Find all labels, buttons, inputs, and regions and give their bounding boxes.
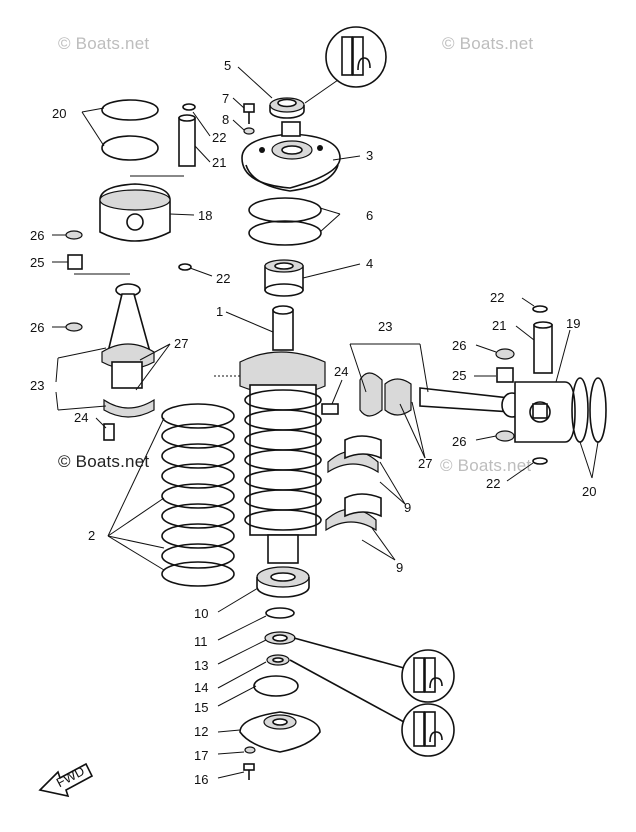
callout-15: 15 <box>194 700 208 715</box>
part-15-o-ring <box>253 675 299 697</box>
callout-22-mid-left: 22 <box>216 271 230 286</box>
connecting-rod-left <box>74 273 155 441</box>
callout-5: 5 <box>224 58 231 73</box>
callout-11: 11 <box>194 634 208 649</box>
part-3-bearing-housing <box>241 121 341 192</box>
callout-labels: 5 7 8 3 6 4 1 20 22 21 18 22 26 25 26 27… <box>30 58 596 787</box>
callout-25-right: 25 <box>452 368 466 383</box>
callout-12: 12 <box>194 724 208 739</box>
part-25-bearing-right <box>496 367 514 383</box>
callout-13: 13 <box>194 658 208 673</box>
callout-24-left: 24 <box>74 410 88 425</box>
part-20-piston-rings-left <box>101 99 159 161</box>
oil-seal-detail-top <box>304 26 387 104</box>
part-20-piston-rings-right <box>571 377 607 443</box>
callout-26-left-bottom: 26 <box>30 320 44 335</box>
part-11-ring <box>265 607 295 619</box>
callout-7: 7 <box>222 91 229 106</box>
callout-1: 1 <box>216 304 223 319</box>
callout-22-right-bottom: 22 <box>486 476 500 491</box>
part-12-lower-bearing-housing <box>239 711 321 753</box>
part-22-clip-left <box>178 263 192 271</box>
part-9-bearing-lower <box>325 493 382 532</box>
callout-26-left-top: 26 <box>30 228 44 243</box>
leader-lines <box>52 66 599 779</box>
callout-9-upper: 9 <box>404 500 411 515</box>
part-22-clip-right-bottom <box>532 457 548 465</box>
part-22-clip-right-top <box>532 305 548 313</box>
part-18-piston-left <box>99 175 184 242</box>
callout-21-left: 21 <box>212 155 226 170</box>
callout-9-lower: 9 <box>396 560 403 575</box>
watermark-top-left: © Boats.net <box>58 34 150 53</box>
part-26-washer-right-top <box>495 348 515 360</box>
watermark-mid-left: © Boats.net <box>58 452 150 471</box>
callout-26-right-bottom: 26 <box>452 434 466 449</box>
watermark-mid-right: © Boats.net <box>440 456 532 475</box>
oil-seal-detail-lower-1 <box>293 637 455 703</box>
part-19-piston-right <box>514 381 576 443</box>
callout-18: 18 <box>198 208 212 223</box>
part-6-o-rings <box>248 197 322 246</box>
part-26-washer-left-bottom <box>65 322 83 332</box>
callout-3: 3 <box>366 148 373 163</box>
fwd-arrow: FWD <box>38 762 94 798</box>
part-14-oil-seal <box>266 654 290 666</box>
part-7-bolt <box>243 103 255 124</box>
connecting-rod-right <box>321 372 523 418</box>
callout-22-top-left: 22 <box>212 130 226 145</box>
part-25-needle-bearing-left <box>67 254 83 270</box>
callout-4: 4 <box>366 256 373 271</box>
part-9-bearing-upper <box>327 435 382 474</box>
oil-seal-detail-lower-2 <box>289 659 455 757</box>
callout-19: 19 <box>566 316 580 331</box>
part-10-ball-bearing <box>256 566 310 598</box>
callout-23-left: 23 <box>30 378 44 393</box>
callout-26-right-top: 26 <box>452 338 466 353</box>
callout-14: 14 <box>194 680 208 695</box>
part-4-needle-bearing <box>264 259 304 297</box>
callout-6: 6 <box>366 208 373 223</box>
part-8-washer <box>243 127 255 135</box>
callout-21-right: 21 <box>492 318 506 333</box>
callout-27-left: 27 <box>174 336 188 351</box>
callout-23-right: 23 <box>378 319 392 334</box>
part-21-piston-pin-left <box>178 103 196 167</box>
callout-20-left: 20 <box>52 106 66 121</box>
part-1-crankshaft <box>239 305 326 564</box>
part-17-washer <box>244 746 256 754</box>
part-16-bolt <box>243 763 255 780</box>
callout-25-left: 25 <box>30 255 44 270</box>
callout-10: 10 <box>194 606 208 621</box>
callout-22-right-top: 22 <box>490 290 504 305</box>
part-21-piston-pin-right <box>533 321 553 374</box>
watermark-top-right: © Boats.net <box>442 34 534 53</box>
callout-2: 2 <box>88 528 95 543</box>
callout-16: 16 <box>194 772 208 787</box>
part-2-piston-rings-stack <box>161 403 235 587</box>
part-26-washer-right-bottom <box>495 430 515 442</box>
callout-24-right: 24 <box>334 364 348 379</box>
part-13-oil-seal <box>264 631 296 645</box>
callout-20-right: 20 <box>582 484 596 499</box>
part-26-washer-left-top <box>65 230 83 240</box>
callout-8: 8 <box>222 112 229 127</box>
part-5-oil-seal <box>269 97 305 119</box>
callout-17: 17 <box>194 748 208 763</box>
callout-27-right: 27 <box>418 456 432 471</box>
